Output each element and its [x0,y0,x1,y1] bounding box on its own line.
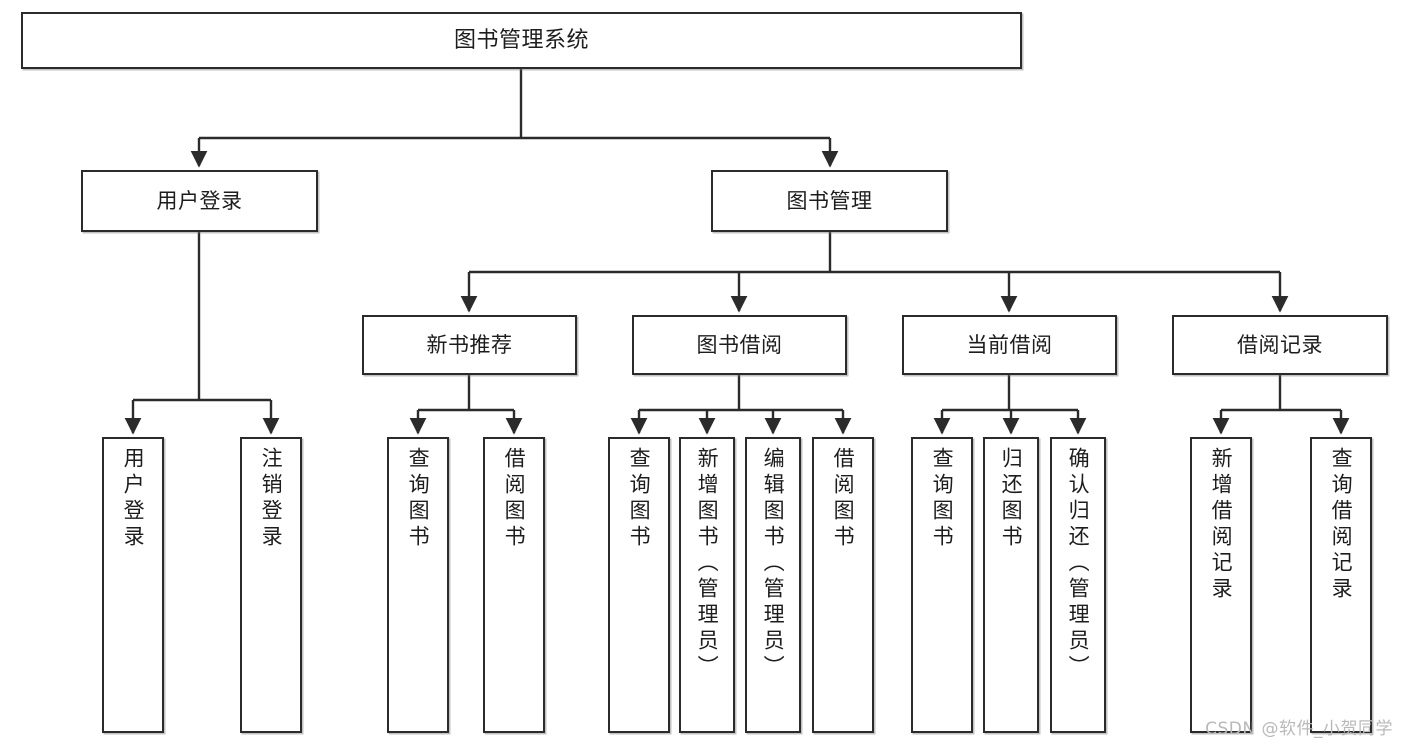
node-label: 归还图书 [999,447,1024,551]
node-label: 查询图书 [930,447,955,551]
node-leaf-query-book-3[interactable]: 查询图书 [911,437,973,733]
node-new-book-recommend[interactable]: 新书推荐 [362,315,577,375]
node-label: 当前借阅 [966,332,1053,357]
node-label: 借阅图书 [831,447,856,551]
node-label: 编辑图书（管理员） [761,447,786,681]
node-label: 查询图书 [406,447,431,551]
node-leaf-query-book-2[interactable]: 查询图书 [608,437,670,733]
node-label: 新书推荐 [426,332,513,357]
node-label: 查询图书 [627,447,652,551]
node-leaf-query-record[interactable]: 查询借阅记录 [1310,437,1372,733]
node-label: 图书借阅 [696,332,783,357]
node-leaf-add-book[interactable]: 新增图书（管理员） [679,437,735,733]
node-leaf-logout[interactable]: 注销登录 [240,437,302,733]
node-label: 确认归还（管理员） [1066,447,1091,681]
node-leaf-confirm-return[interactable]: 确认归还（管理员） [1050,437,1106,733]
node-leaf-edit-book[interactable]: 编辑图书（管理员） [745,437,801,733]
node-label: 图书管理系统 [453,27,589,53]
node-label: 用户登录 [121,447,146,551]
node-label: 借阅记录 [1237,332,1323,357]
node-book-manage[interactable]: 图书管理 [711,170,948,232]
node-label: 注销登录 [259,447,284,551]
node-leaf-borrow-book-1[interactable]: 借阅图书 [483,437,545,733]
node-label: 借阅图书 [502,447,527,551]
node-label: 新增借阅记录 [1209,447,1234,603]
node-label: 图书管理 [786,188,873,213]
node-user-login[interactable]: 用户登录 [81,170,318,232]
node-root[interactable]: 图书管理系统 [21,12,1022,69]
node-leaf-add-record[interactable]: 新增借阅记录 [1190,437,1252,733]
node-borrow-record[interactable]: 借阅记录 [1172,315,1388,375]
node-book-borrow[interactable]: 图书借阅 [632,315,847,375]
node-label: 新增图书（管理员） [695,447,720,681]
node-label: 用户登录 [156,188,243,213]
node-leaf-borrow-book-2[interactable]: 借阅图书 [812,437,874,733]
node-leaf-query-book-1[interactable]: 查询图书 [387,437,449,733]
node-leaf-return-book[interactable]: 归还图书 [983,437,1039,733]
node-leaf-user-login[interactable]: 用户登录 [102,437,164,733]
node-label: 查询借阅记录 [1329,447,1354,603]
node-current-borrow[interactable]: 当前借阅 [902,315,1117,375]
